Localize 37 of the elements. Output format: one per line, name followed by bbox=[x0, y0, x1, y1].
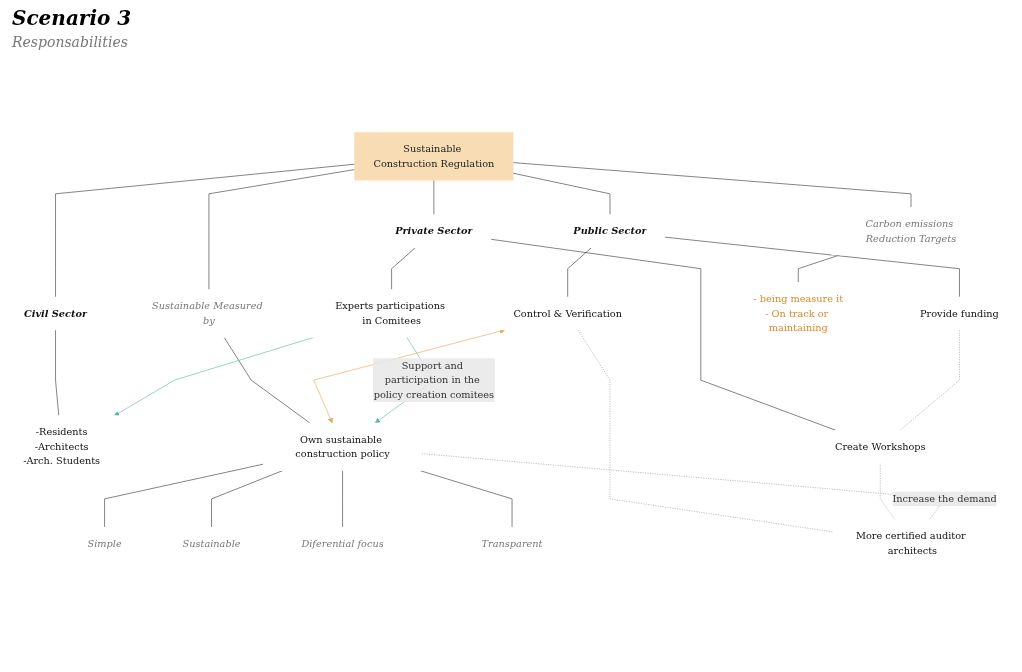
connector bbox=[223, 336, 311, 424]
node-text: Transparent bbox=[481, 537, 543, 550]
connector bbox=[419, 470, 513, 528]
connector bbox=[55, 163, 356, 298]
connector bbox=[899, 329, 960, 431]
connector bbox=[512, 162, 912, 208]
node-text: Experts participations in Comitees bbox=[335, 300, 445, 327]
connector bbox=[490, 238, 837, 431]
node-text: Diferential focus bbox=[301, 537, 384, 550]
node-text: Sustainable bbox=[182, 537, 241, 550]
node-text: -Residents -Architects -Arch. Students bbox=[23, 426, 101, 467]
node-text: Create Workshops bbox=[834, 440, 926, 453]
node-box: Sustainable Construction Regulation bbox=[354, 132, 514, 181]
connector bbox=[512, 172, 611, 216]
connector bbox=[104, 463, 264, 528]
node-text: Own sustainable construction policy bbox=[295, 433, 390, 460]
node-text: Public Sector bbox=[573, 225, 647, 237]
node-text: More certified auditor architects bbox=[855, 530, 966, 557]
node-text: Provide funding bbox=[920, 307, 999, 319]
node-text: Sustainable Measured by bbox=[152, 300, 263, 327]
node-text: Civil Sector bbox=[23, 307, 88, 319]
connector bbox=[391, 247, 416, 291]
diagram-title: Scenario 3 bbox=[12, 6, 133, 30]
connector bbox=[342, 470, 343, 528]
note-text: Responsabilities bbox=[12, 34, 128, 50]
connector bbox=[208, 169, 356, 291]
node-text: Carbon emissions Reduction Targets bbox=[865, 217, 957, 245]
connector bbox=[577, 329, 834, 533]
connector bbox=[567, 247, 592, 298]
edge-label: Increase the demand bbox=[892, 492, 997, 505]
node-text: Private Sector bbox=[395, 225, 473, 237]
connector bbox=[664, 236, 960, 298]
edge-label: Support and participation in the policy creation comitees bbox=[373, 359, 495, 401]
connector bbox=[55, 329, 60, 417]
node-text: - being measure it - On track or maintaining bbox=[753, 292, 844, 334]
node-text: Control & Verification bbox=[513, 307, 623, 319]
node-text: Simple bbox=[87, 537, 122, 550]
